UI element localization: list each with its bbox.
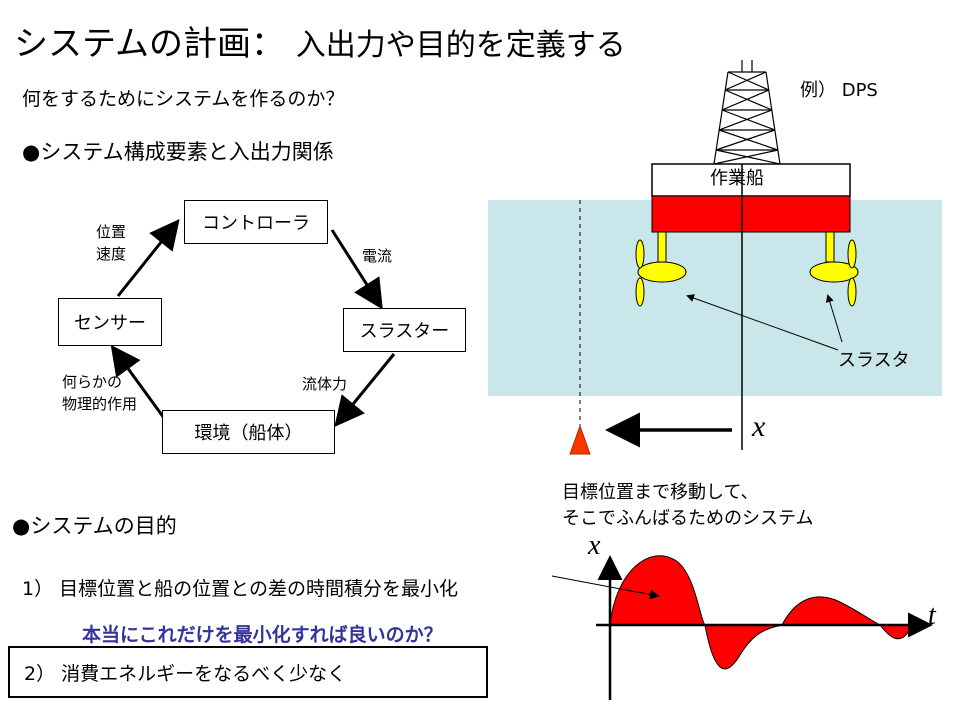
dps-example-label: 例） DPS (800, 80, 878, 101)
sensor-box: センサー (58, 298, 162, 346)
objective-2: 2） 消費エネルギーをなるべく少なく (24, 662, 347, 685)
cycle-arrows (110, 218, 396, 427)
controller-box: コントローラ (184, 200, 328, 244)
vessel-label: 作業船 (710, 168, 764, 189)
vessel-deck (651, 163, 851, 197)
thruster-left (635, 239, 687, 307)
environment-label: 環境（船体） (194, 423, 303, 444)
sensor-label: センサー (74, 313, 146, 334)
label-velocity: 速度 (96, 245, 127, 263)
sea-area (488, 200, 942, 396)
vessel-hull (651, 195, 851, 233)
label-physical-2: 物理的作用 (62, 395, 138, 413)
title-separator: ： (250, 24, 285, 64)
target-marker (569, 424, 591, 455)
dps-illustration (488, 60, 942, 455)
thruster-box: スラスター (343, 308, 466, 352)
thruster-right (809, 239, 859, 307)
thruster-label: スラスター (359, 321, 450, 342)
x-axis-label: x (752, 410, 766, 443)
graph-x-label: x (588, 530, 601, 561)
title-sub: 入出力や目的を定義する (295, 28, 626, 63)
derrick-tower (713, 60, 781, 165)
label-fluid-force: 流体力 (302, 375, 348, 393)
section-heading-components: ●システム構成要素と入出力関係 (22, 140, 334, 164)
graph-filled-area (609, 555, 913, 670)
dps-caption-2: そこでふんばるためのシステム (562, 508, 814, 529)
graph-pointer (551, 575, 660, 600)
thruster-strut-right (825, 231, 835, 263)
arrow-sensor-to-controller (116, 218, 180, 297)
environment-box: 環境（船体） (162, 410, 335, 454)
thruster-pointer-label: スラスタ (838, 350, 910, 371)
graph-t-label: t (928, 600, 936, 631)
label-position: 位置 (96, 223, 127, 241)
intro-question: 何をするためにシステムを作るのか？ (22, 88, 345, 110)
controller-label: コントローラ (202, 213, 310, 234)
pointer-to-right-thruster (825, 294, 843, 343)
arrow-environment-to-sensor (110, 344, 166, 419)
arrow-thruster-to-environment (334, 353, 396, 427)
objective-question: 本当にこれだけを最小化すれば良いのか？ (82, 624, 443, 646)
pointer-to-left-thruster (686, 294, 839, 351)
objective-2-box: 2） 消費エネルギーをなるべく少なく (8, 646, 488, 698)
label-physical-1: 何らかの (62, 373, 123, 391)
section-heading-purpose: ●システムの目的 (12, 514, 177, 538)
title-main: システムの計画 (14, 24, 251, 64)
label-current: 電流 (362, 247, 393, 265)
dps-caption-1: 目標位置まで移動して、 (562, 482, 759, 503)
arrow-controller-to-thruster (330, 229, 383, 310)
page-title: システムの計画： 入出力や目的を定義する (14, 16, 626, 65)
time-graph (551, 555, 933, 700)
objective-1: 1） 目標位置と船の位置との差の時間積分を最小化 (22, 578, 458, 600)
thruster-strut-left (657, 231, 667, 263)
